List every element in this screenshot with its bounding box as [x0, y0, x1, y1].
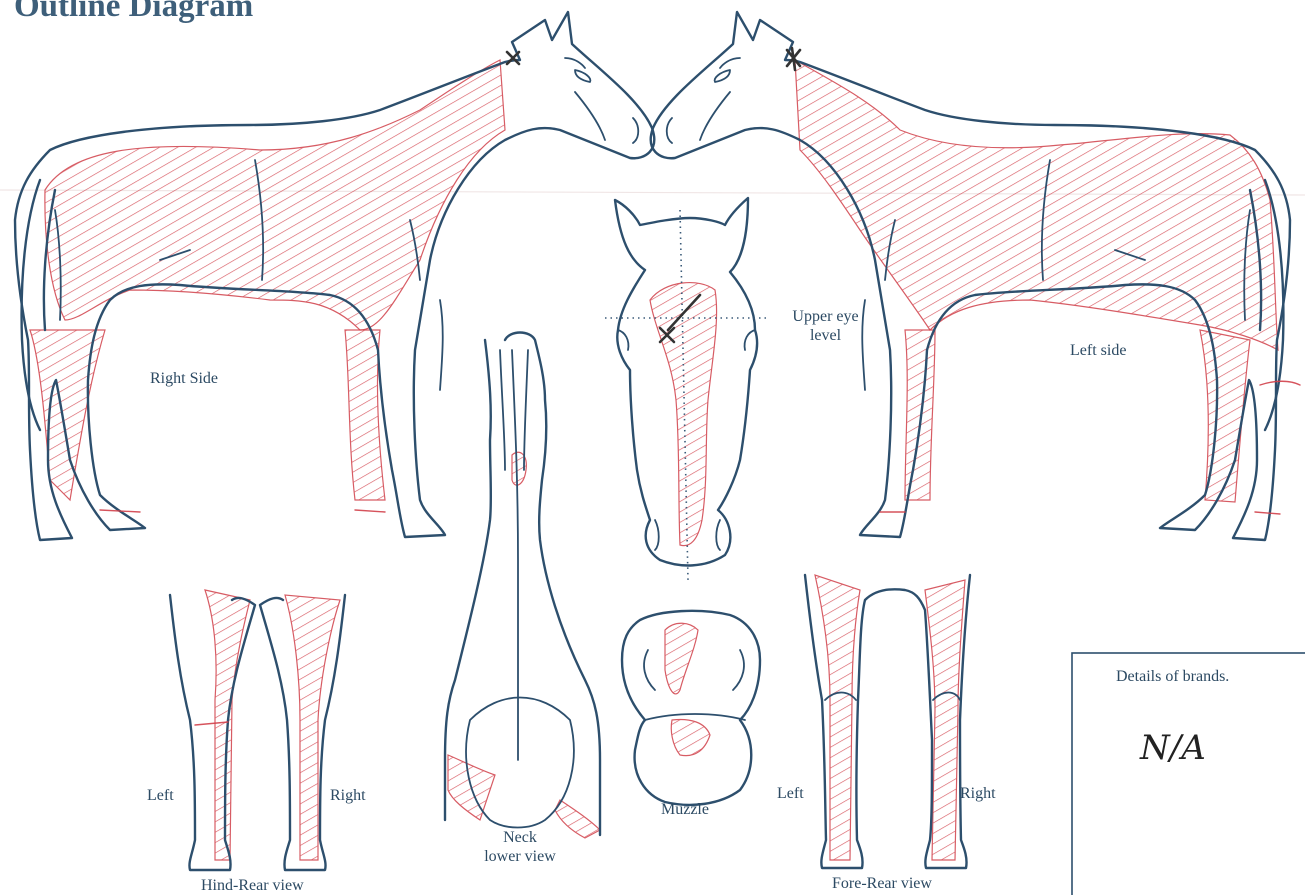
left-side-horse-drawing [651, 12, 1300, 540]
left-side-hind-band [1260, 381, 1300, 385]
label-fore-left: Left [777, 784, 804, 803]
head-blaze-marking [650, 283, 717, 546]
right-side-marking-body [45, 60, 505, 330]
muzzle-marking-lower [671, 720, 710, 756]
right-side-hoof-line [100, 510, 385, 512]
hind-rear-view-drawing [170, 590, 345, 870]
label-neck-lower-view: Neck lower view [470, 828, 570, 866]
right-side-horse-drawing [15, 12, 654, 540]
fore-rear-view-drawing [805, 575, 970, 868]
left-side-marking-legs [905, 330, 935, 500]
muzzle-mouth-line [645, 714, 745, 720]
right-side-jaw [575, 92, 605, 140]
right-side-eye [565, 58, 590, 82]
right-side-marking-legs [30, 330, 105, 500]
head-front-view-drawing [605, 198, 770, 580]
hind-right-marking [285, 595, 340, 860]
label-hind-left: Left [147, 786, 174, 805]
left-side-eye [715, 58, 740, 82]
label-muzzle: Muzzle [661, 800, 709, 819]
label-left-side: Left side [1070, 341, 1126, 360]
left-side-nostril [667, 118, 672, 143]
muzzle-nostrils [644, 650, 744, 690]
label-brands-heading: Details of brands. [1116, 667, 1229, 686]
right-side-x-mark [507, 52, 519, 64]
muzzle-drawing [622, 611, 760, 805]
label-upper-eye-level-line1: Upper eye [778, 307, 873, 326]
label-hind-right: Right [330, 786, 366, 805]
label-neck-line1: Neck [470, 828, 570, 847]
left-side-jaw [700, 92, 730, 140]
label-hind-rear-view: Hind-Rear view [201, 876, 304, 895]
muzzle-marking-top [665, 623, 698, 694]
label-right-side: Right Side [150, 369, 218, 388]
label-upper-eye-level-line2: level [778, 326, 873, 345]
right-side-nostril [633, 118, 638, 143]
neck-lower-view-drawing [445, 333, 600, 839]
label-fore-right: Right [960, 784, 996, 803]
left-side-hoof-line [880, 512, 1280, 514]
brands-value-handwritten: N/A [1140, 728, 1206, 768]
label-fore-rear-view: Fore-Rear view [832, 874, 932, 893]
brands-box [1072, 653, 1305, 895]
neck-outline [445, 333, 600, 836]
label-neck-line2: lower view [470, 847, 570, 866]
head-right-eye [745, 330, 755, 350]
label-upper-eye-level: Upper eye level [778, 307, 873, 345]
